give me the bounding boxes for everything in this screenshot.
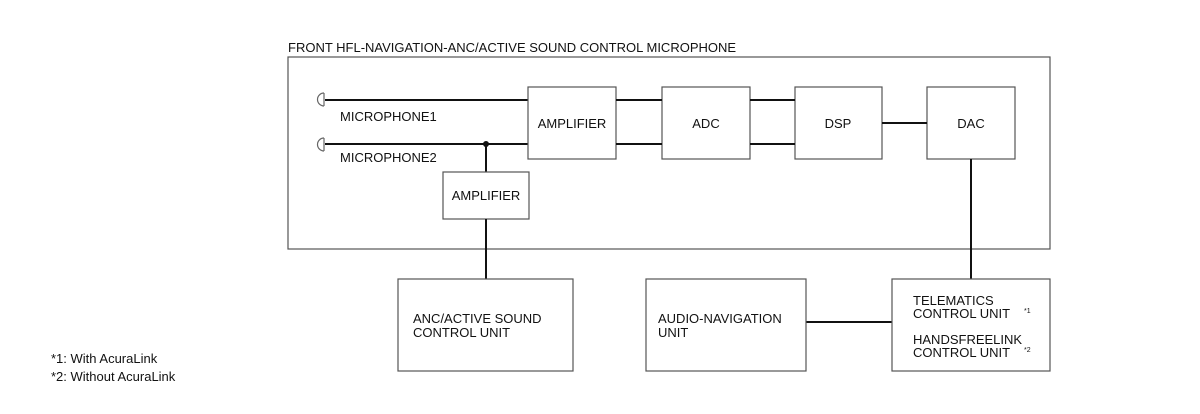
footnote-1: *1: With AcuraLink — [51, 351, 158, 366]
container-title: FRONT HFL-NAVIGATION-ANC/ACTIVE SOUND CO… — [288, 40, 736, 55]
dsp-block — [794, 86, 883, 160]
amplifier-secondary-block — [442, 171, 530, 220]
telematics-unit-block — [891, 278, 1051, 372]
microphone2-label: MICROPHONE2 — [340, 150, 437, 165]
amplifier-main-block — [527, 86, 617, 160]
handsfreelink-unit-label: HANDSFREELINK CONTROL UNIT — [913, 332, 1026, 360]
anc-unit-block — [397, 278, 574, 372]
adc-block — [661, 86, 751, 160]
telematics-unit-label: TELEMATICS CONTROL UNIT — [913, 293, 1010, 321]
telematics-footnote-marker: *1 — [1024, 308, 1031, 315]
microphone2-icon — [316, 137, 325, 152]
microphone1-label: MICROPHONE1 — [340, 109, 437, 124]
microphone1-icon — [316, 92, 325, 107]
dac-label: DAC — [957, 116, 984, 131]
audio-navigation-unit-block — [645, 278, 807, 372]
audio-navigation-unit-label: AUDIO-NAVIGATION UNIT — [658, 311, 785, 340]
amplifier-secondary-label: AMPLIFIER — [452, 188, 521, 203]
dsp-label: DSP — [825, 116, 852, 131]
amplifier-main-label: AMPLIFIER — [538, 116, 607, 131]
anc-unit-label: ANC/ACTIVE SOUND CONTROL UNIT — [413, 311, 545, 340]
handsfreelink-footnote-marker: *2 — [1024, 347, 1031, 354]
adc-label: ADC — [692, 116, 719, 131]
footnote-2: *2: Without AcuraLink — [51, 369, 176, 384]
